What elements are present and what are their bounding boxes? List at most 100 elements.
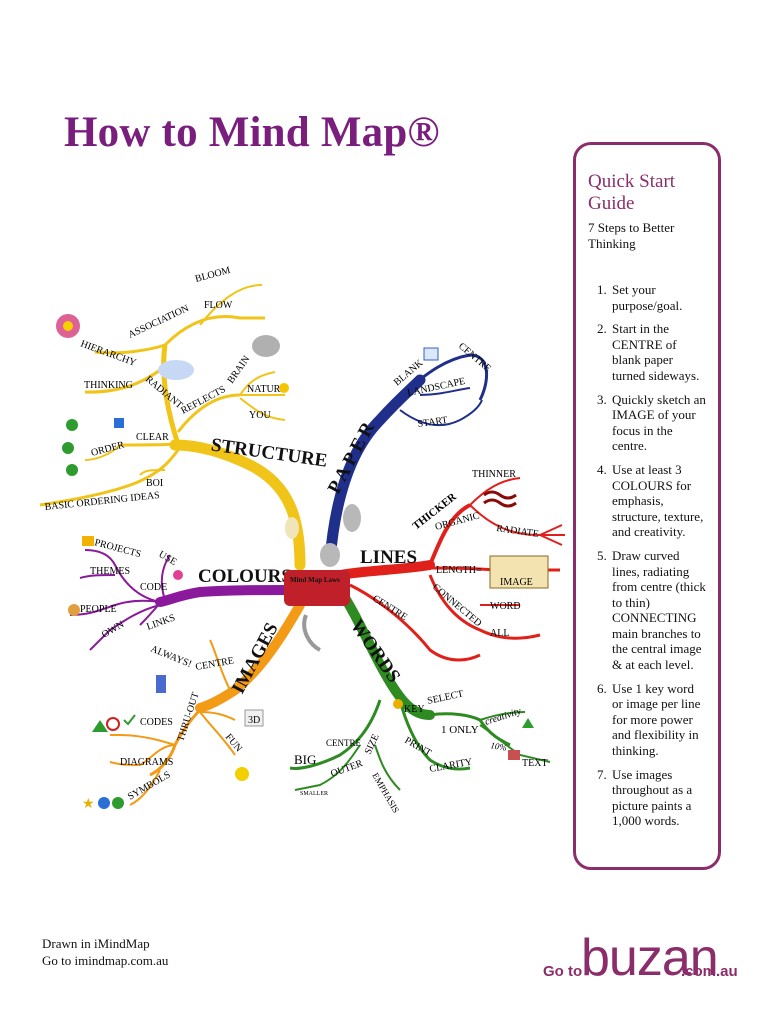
- paper-word: START: [417, 415, 449, 430]
- structure-word: YOU: [249, 410, 271, 421]
- order-icon-3: [66, 464, 78, 476]
- paper-sheet-icon: [423, 347, 439, 361]
- central-label: Mind Map Laws: [290, 576, 340, 584]
- words-word: KEY: [404, 704, 425, 715]
- words-label: WORDS: [346, 616, 404, 687]
- wavy-lines-icon: [483, 490, 517, 508]
- words-word: SMALLER: [300, 791, 328, 797]
- images-word: DIAGRAMS: [120, 757, 173, 768]
- lines-word: RADIATE: [496, 523, 540, 540]
- guide-step: Quickly sketch an IMAGE of your focus in…: [610, 392, 708, 454]
- logo-goto: Go to: [543, 963, 583, 980]
- mind-map: STRUCTURE BLOOM FLOW ASSOCIATION HIERARC…: [39, 265, 565, 815]
- footer-line-1: Drawn in iMindMap: [42, 936, 150, 951]
- up-arrow-icon: [522, 718, 534, 728]
- images-branch: IMAGES ALWAYS! CENTRE THRU-OUT 3D FUN CO…: [82, 600, 305, 812]
- structure-word: HIERARCHY: [79, 338, 138, 368]
- page-title: How to Mind Map®: [64, 109, 440, 156]
- structure-label: STRUCTURE: [210, 435, 329, 472]
- colours-word: PROJECTS: [93, 537, 142, 560]
- central-image: Mind Map Laws: [284, 504, 361, 652]
- logo-brand: buzan: [581, 929, 719, 987]
- pocket-knife-icon: [284, 570, 350, 606]
- structure-word: BLOOM: [194, 265, 232, 285]
- footer-credit: Drawn in iMindMap Go to imindmap.com.au: [42, 935, 168, 969]
- colours-word: USE: [157, 549, 179, 568]
- smiley-icon: [235, 767, 249, 781]
- corkscrew-icon: [302, 614, 322, 652]
- people-icon: [68, 604, 80, 616]
- lines-word: LENGTH=: [436, 565, 482, 576]
- lines-word: CENTRE: [370, 593, 409, 623]
- eye-icon: [158, 360, 194, 380]
- order-icon-1: [66, 419, 78, 431]
- quick-start-guide: Quick Start Guide 7 Steps to Better Thin…: [573, 142, 721, 870]
- triangle-icon: [92, 720, 108, 732]
- words-word: 10%: [490, 740, 508, 753]
- lines-word: WORD: [490, 601, 521, 612]
- no-sign-icon: [106, 717, 120, 731]
- burst-center-icon: [63, 321, 73, 331]
- palette-icon: [173, 570, 183, 580]
- cube-icon: [244, 709, 264, 727]
- structure-branch: STRUCTURE BLOOM FLOW ASSOCIATION HIERARC…: [39, 265, 329, 571]
- structure-word: CLEAR: [136, 432, 169, 443]
- images-word: CODES: [140, 717, 173, 728]
- order-icon-2: [62, 442, 74, 454]
- buzan-logo[interactable]: Go to buzan .com.au: [543, 929, 743, 1000]
- guide-step: Use 1 key word or image per line for mor…: [610, 681, 708, 759]
- structure-word: REFLECTS: [179, 384, 227, 417]
- structure-word: NATURE: [247, 384, 286, 395]
- check-icon: [123, 714, 136, 726]
- words-word: PRINT: [403, 735, 434, 759]
- images-label: IMAGES: [228, 619, 283, 697]
- guide-step: Use at least 3 COLOURS for emphasis, str…: [610, 462, 708, 540]
- book-icon: [508, 750, 520, 760]
- words-word: OUTER: [329, 758, 364, 780]
- lines-word: IMAGE: [500, 577, 533, 588]
- words-word: SELECT: [426, 689, 464, 707]
- guide-step: Set your purpose/goal.: [610, 282, 708, 313]
- structure-word: THINKING: [84, 380, 133, 391]
- pencils-icon: [156, 675, 166, 693]
- images-word: SYMBOLS: [126, 769, 172, 802]
- words-word: CENTRE: [326, 738, 362, 748]
- lightbulb-brain-icon: [343, 504, 361, 532]
- info-icon: [98, 797, 110, 809]
- lines-label: LINES: [360, 547, 417, 568]
- colours-label: COLOURS: [198, 566, 292, 587]
- cursor-icon: [114, 418, 124, 428]
- images-word: ALWAYS!: [149, 644, 193, 670]
- words-word: creativity: [484, 706, 523, 728]
- envelope-icon: [489, 555, 549, 589]
- lightbulb-icon: [285, 517, 299, 539]
- guide-heading: Quick Start Guide: [588, 171, 676, 214]
- key-icon: [393, 699, 403, 709]
- colours-word: THEMES: [90, 566, 130, 577]
- words-word: TEXT: [522, 758, 548, 769]
- guide-step: Use images throughout as a picture paint…: [610, 767, 708, 829]
- colours-word: CODE: [140, 582, 167, 593]
- structure-word: ASSOCIATION: [127, 303, 191, 341]
- lines-branch: LINES THICKER THINNER ORGANIC RADIATE LE…: [335, 469, 565, 662]
- guide-step: Draw curved lines, radiating from centre…: [610, 548, 708, 673]
- brain-icon: [252, 335, 280, 357]
- images-word: CENTRE: [195, 655, 235, 673]
- structure-word: ORDER: [90, 439, 126, 458]
- folder-icon: [82, 536, 94, 546]
- guide-steps: Set your purpose/goal. Start in the CENT…: [588, 282, 708, 829]
- guide-subheading: 7 Steps to Better Thinking: [588, 220, 675, 251]
- guide-step: Start in the CENTRE of blank paper turne…: [610, 321, 708, 383]
- star-icon: ★: [82, 797, 95, 812]
- colours-word: OWN: [100, 619, 126, 640]
- words-word: CLARITY: [429, 757, 474, 775]
- images-word: THRU-OUT: [175, 691, 201, 743]
- lines-word: CONNECTED: [430, 582, 483, 629]
- footer-link[interactable]: Go to imindmap.com.au: [42, 953, 169, 968]
- structure-word: FLOW: [204, 300, 233, 311]
- words-branch: WORDS KEY SELECT 1 ONLY creativity 10% T…: [289, 585, 551, 815]
- colours-branch: COLOURS PROJECTS USE THEMES CODE PEOPLE …: [68, 536, 297, 651]
- lines-word: THINNER: [472, 469, 516, 480]
- words-word: BIG: [294, 752, 316, 767]
- words-word: EMPHASIS: [370, 771, 401, 815]
